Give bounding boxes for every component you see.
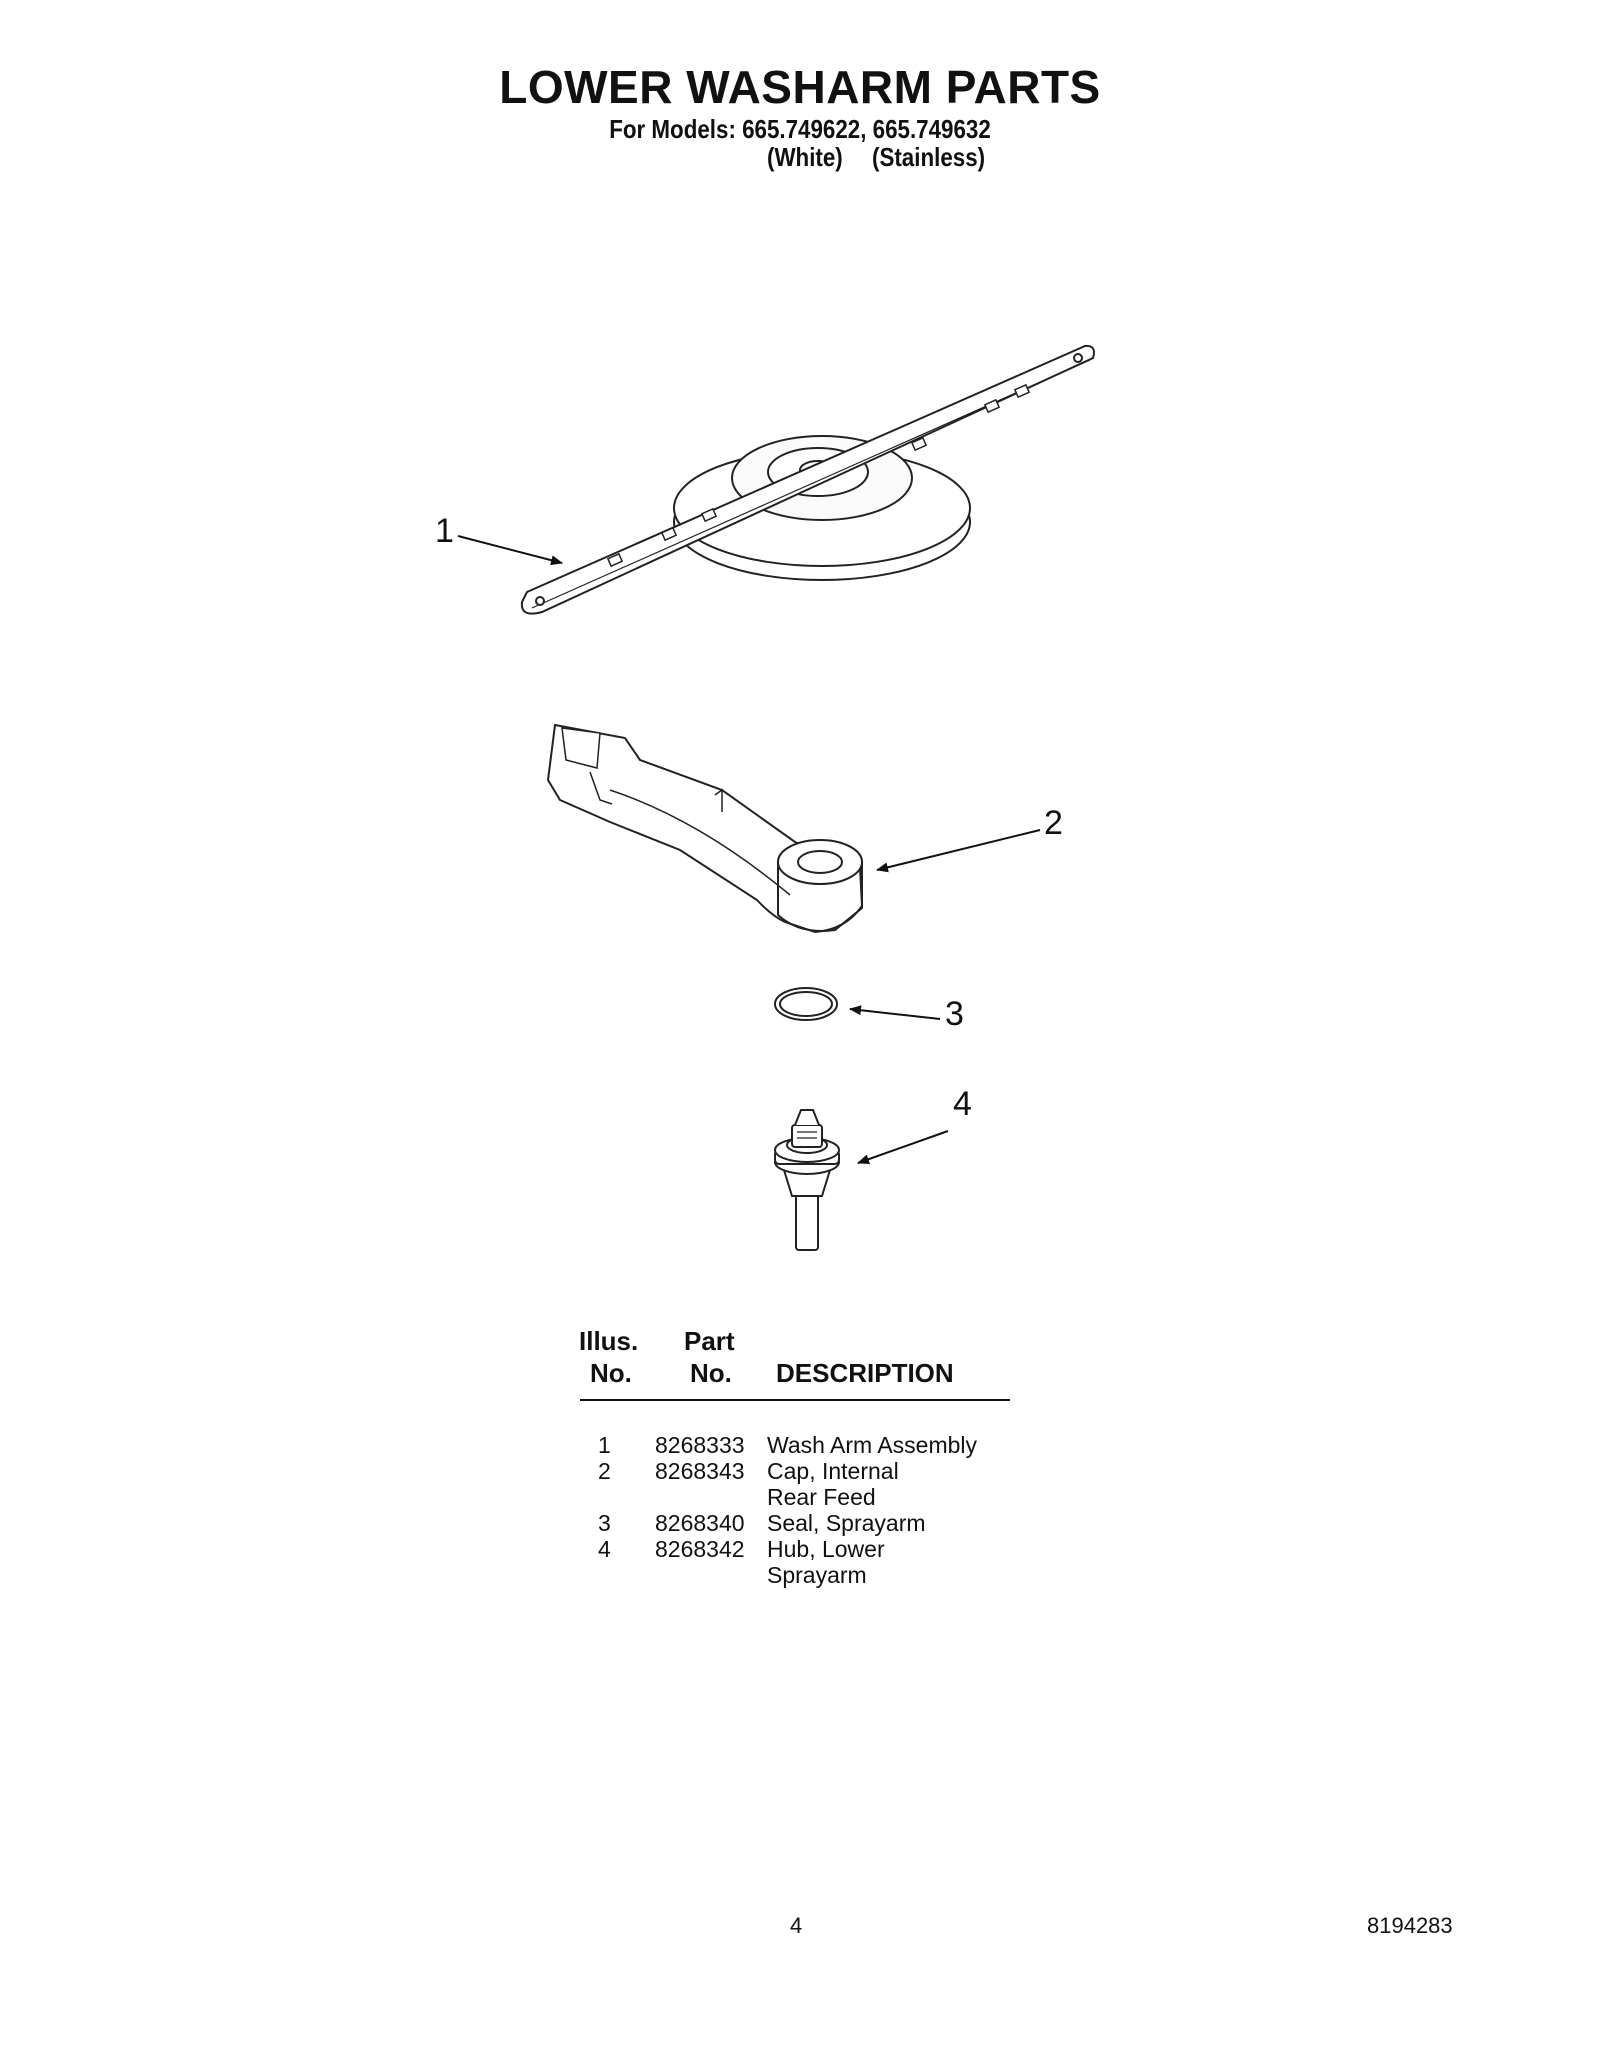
- callout-2: 2: [1044, 804, 1063, 842]
- callout-3: 3: [945, 995, 964, 1033]
- row-2-illus: 2: [598, 1458, 611, 1484]
- header-illus-top: Illus.: [579, 1326, 639, 1356]
- seal-illustration: [774, 987, 838, 1021]
- wash-arm-illustration: [520, 344, 1095, 615]
- row-4-part: 8268342: [655, 1536, 745, 1562]
- row-4-desc-line-2: Sprayarm: [767, 1562, 867, 1588]
- document-number: 8194283: [1367, 1913, 1453, 1938]
- finish-labels: (White) (Stainless): [767, 142, 985, 173]
- row-2-part: 8268343: [655, 1458, 745, 1484]
- table-header-rule: [580, 1399, 1010, 1401]
- cap-internal-illustration: [546, 723, 864, 934]
- row-2-desc-line-2: Rear Feed: [767, 1484, 876, 1510]
- row-1-desc: Wash Arm Assembly: [767, 1432, 978, 1458]
- callout-arrow-1: [457, 535, 563, 566]
- finish-white: (White): [767, 142, 843, 172]
- row-3-illus: 3: [598, 1510, 611, 1536]
- row-2-desc-line-1: Cap, Internal: [767, 1458, 899, 1484]
- header-part-top: Part: [684, 1326, 735, 1356]
- row-1-part: 8268333: [655, 1432, 745, 1458]
- row-4-desc-line-1: Hub, Lower: [767, 1536, 885, 1562]
- header-description: DESCRIPTION: [776, 1358, 954, 1388]
- row-1-illus: 1: [598, 1432, 611, 1458]
- finish-stainless: (Stainless): [872, 142, 986, 172]
- header-part-bottom: No.: [690, 1358, 732, 1388]
- row-3-desc: Seal, Sprayarm: [767, 1510, 926, 1536]
- callout-arrow-3: [849, 1005, 941, 1020]
- callout-arrow-2: [876, 829, 1041, 873]
- row-3-part: 8268340: [655, 1510, 745, 1536]
- page-title: LOWER WASHARM PARTS: [499, 61, 1101, 113]
- callout-arrow-4: [857, 1130, 949, 1165]
- hub-illustration: [774, 1109, 840, 1251]
- callout-4: 4: [953, 1085, 972, 1123]
- callout-1: 1: [435, 512, 454, 550]
- page-number: 4: [790, 1913, 803, 1938]
- header-illus-bottom: No.: [590, 1358, 632, 1388]
- row-4-illus: 4: [598, 1536, 611, 1562]
- models-line: For Models: 665.749622, 665.749632: [609, 114, 991, 144]
